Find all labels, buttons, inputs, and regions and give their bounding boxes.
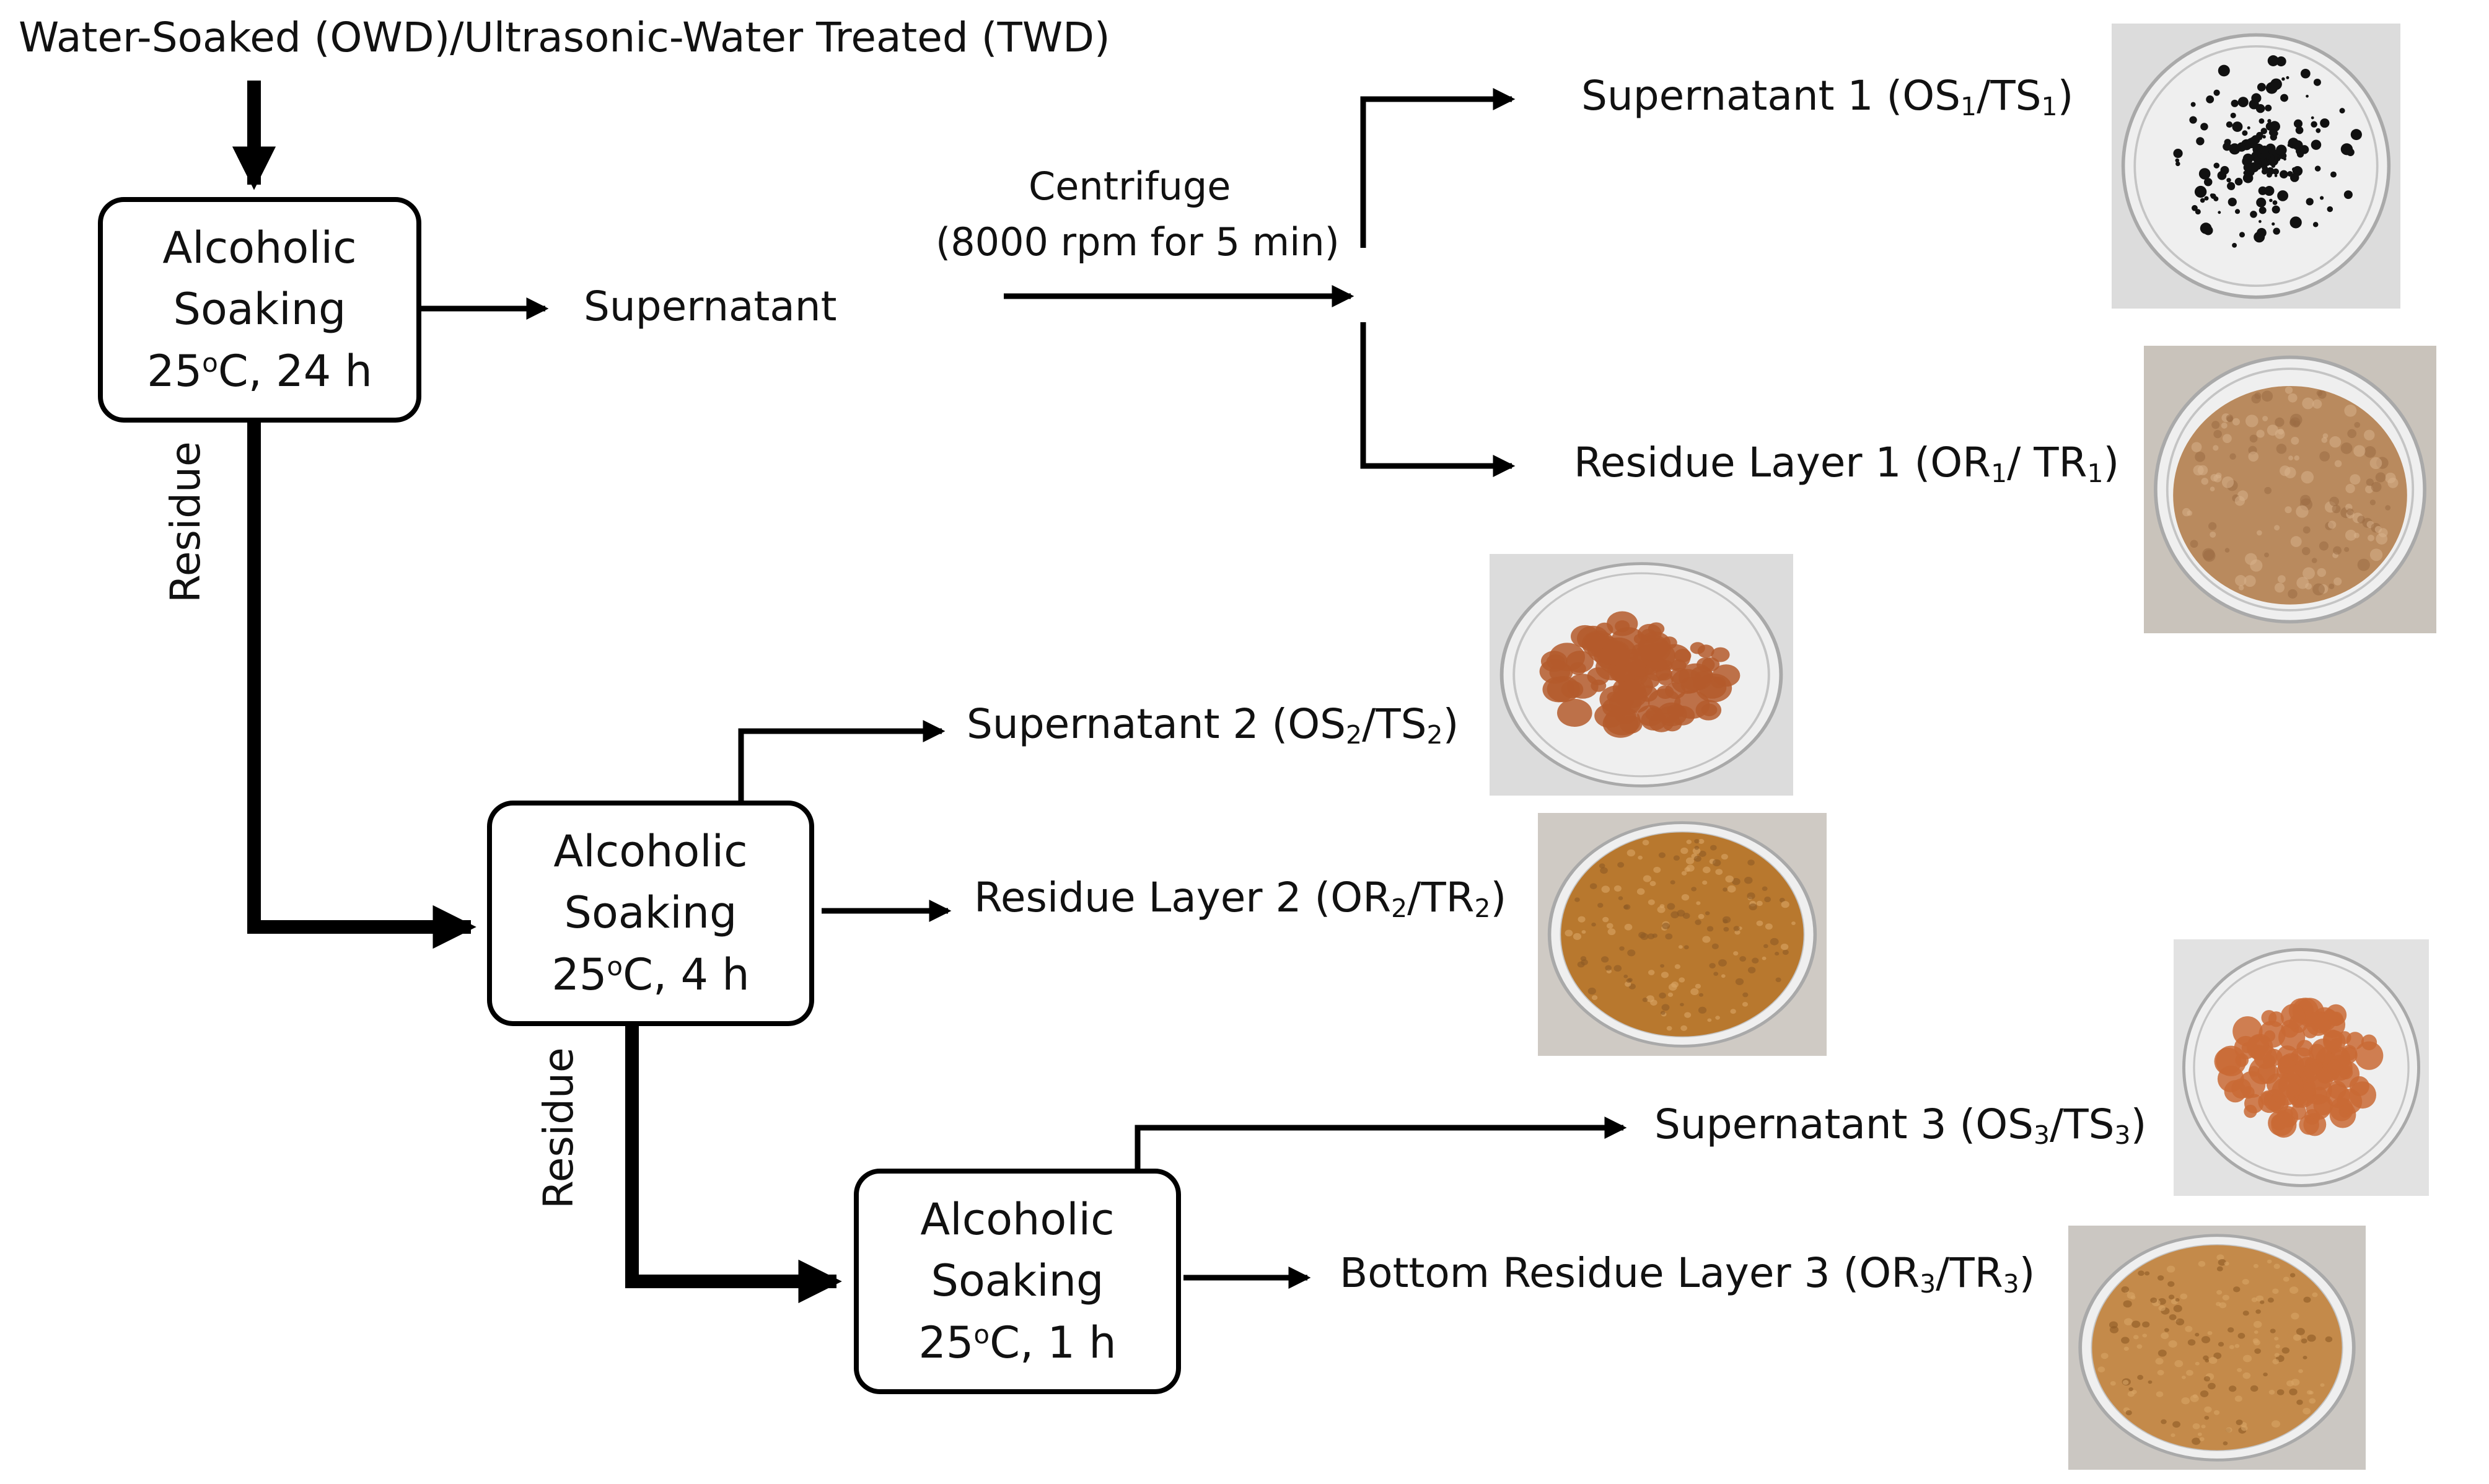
split-up-arrow [1360, 88, 1516, 248]
output-supernatant-1: Supernatant 1 (OS1/TS1) [1581, 72, 2074, 121]
petri-dish-illustration [2112, 24, 2400, 309]
soaking-box-3: Alcoholic Soaking 25oC, 1 h [854, 1169, 1181, 1394]
photo-residue-2 [1538, 813, 1827, 1056]
box-condition: 25oC, 24 h [147, 345, 372, 397]
petri-dish-illustration [2174, 939, 2429, 1196]
input-label: Water-Soaked (OWD)/Ultrasonic-Water Trea… [19, 14, 1110, 61]
box-condition: 25oC, 1 h [918, 1317, 1117, 1368]
box-line2: Soaking [564, 887, 737, 939]
photo-supernatant-1 [2112, 24, 2400, 309]
residue-arrow-2 [625, 1025, 842, 1304]
output-residue-1: Residue Layer 1 (OR1/ TR1) [1574, 439, 2120, 488]
centrifuge-conditions: (8000 rpm for 5 min) [936, 219, 1340, 265]
s3-arrow [1135, 1117, 1627, 1170]
box-line1: Alcoholic [162, 222, 357, 273]
soaking-box-2: Alcoholic Soaking 25oC, 4 h [487, 801, 814, 1026]
petri-dish-illustration [1490, 554, 1793, 796]
box-line2: Soaking [173, 284, 346, 335]
soaking-box-1: Alcoholic Soaking 25oC, 24 h [98, 197, 421, 423]
box-line1: Alcoholic [553, 825, 748, 877]
output-supernatant-2: Supernatant 2 (OS2/TS2) [967, 700, 1459, 750]
box-line2: Soaking [931, 1255, 1104, 1307]
box-line1: Alcoholic [920, 1193, 1115, 1245]
s2-arrow [738, 720, 946, 801]
petri-dish-illustration [1538, 813, 1827, 1056]
box-condition: 25oC, 4 h [551, 949, 750, 1000]
petri-dish-illustration [2068, 1226, 2366, 1470]
residue-label-2: Residue [535, 1047, 582, 1209]
centrifuge-label: Centrifuge [1029, 164, 1231, 209]
output-supernatant-3: Supernatant 3 (OS3/TS3) [1654, 1100, 2147, 1150]
photo-residue-3 [2068, 1226, 2366, 1470]
petri-dish-illustration [2144, 346, 2436, 633]
photo-supernatant-3 [2174, 939, 2429, 1196]
output-residue-3: Bottom Residue Layer 3 (OR3/TR3) [1340, 1249, 2035, 1299]
residue-label-1: Residue [162, 441, 209, 603]
split-down-arrow [1360, 322, 1516, 477]
residue-arrow-1 [247, 423, 476, 949]
photo-residue-1 [2144, 346, 2436, 633]
output-residue-2: Residue Layer 2 (OR2/TR2) [974, 874, 1507, 923]
supernatant-label: Supernatant [584, 283, 837, 330]
photo-supernatant-2 [1490, 554, 1793, 796]
